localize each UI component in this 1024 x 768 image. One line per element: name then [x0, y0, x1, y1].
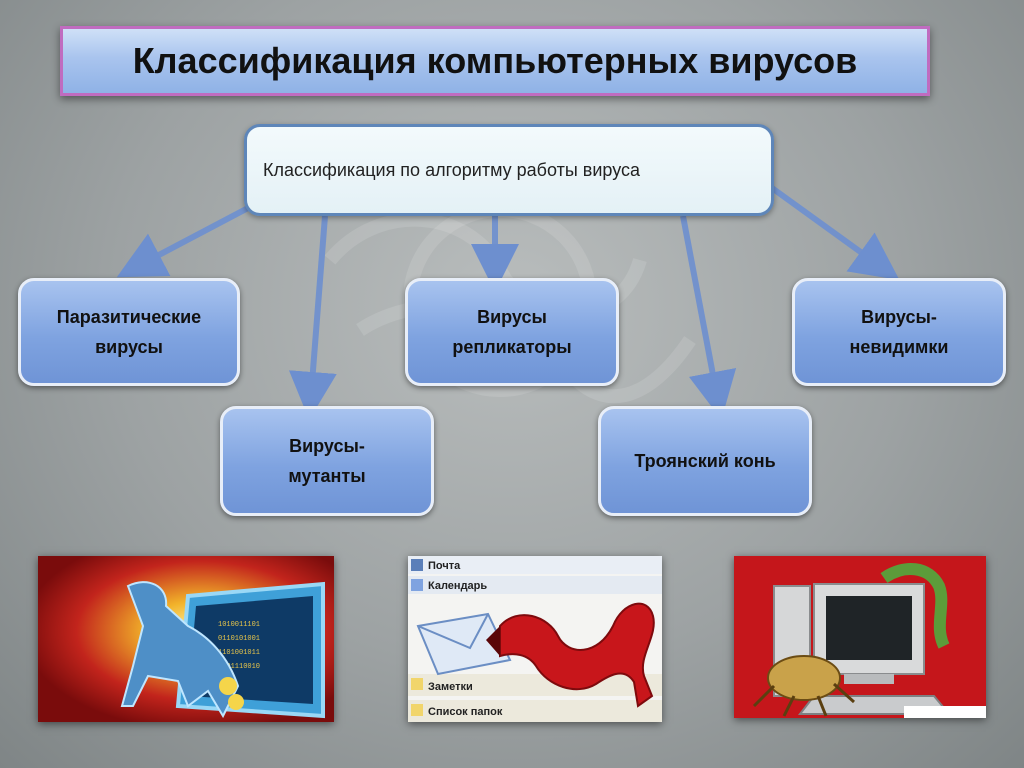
- menu-item-calendar: Календарь: [428, 580, 487, 592]
- menu-item-folders: Список папок: [428, 706, 503, 718]
- node-replicator-viruses: Вирусы репликаторы: [405, 278, 619, 386]
- menu-item-notes: Заметки: [428, 681, 473, 693]
- node-replicators-label: Вирусы репликаторы: [452, 307, 572, 357]
- trojan-horse-illustration: 1010011101 0110101001 1101001011 010111001…: [38, 556, 334, 722]
- node-mutants-label: Вирусы- мутанты: [288, 436, 366, 486]
- svg-text:0101110010: 0101110010: [218, 663, 260, 671]
- root-node: Классификация по алгоритму работы вируса: [244, 124, 774, 216]
- node-trojan-horse: Троянский конь: [598, 406, 812, 516]
- svg-text:0110101001: 0110101001: [218, 635, 260, 643]
- svg-text:1101001011: 1101001011: [218, 649, 260, 657]
- menu-item-mail: Почта: [428, 560, 461, 572]
- root-node-label: Классификация по алгоритму работы вируса: [263, 159, 641, 180]
- page-title: Классификация компьютерных вирусов: [132, 40, 858, 81]
- node-stealth-viruses: Вирусы- невидимки: [792, 278, 1006, 386]
- node-parasitic-viruses: Паразитические вирусы: [18, 278, 240, 386]
- node-stealth-label: Вирусы- невидимки: [849, 307, 949, 357]
- node-parasitic-label: Паразитические вирусы: [56, 307, 202, 357]
- svg-text:1010011101: 1010011101: [218, 621, 260, 629]
- mail-worm-illustration: Почта Календарь Заметки Список папок: [408, 556, 662, 722]
- computer-bug-illustration: [734, 556, 986, 718]
- node-mutant-viruses: Вирусы- мутанты: [220, 406, 434, 516]
- title-banner: Классификация компьютерных вирусов: [60, 26, 930, 96]
- node-trojan-label: Троянский конь: [634, 451, 776, 471]
